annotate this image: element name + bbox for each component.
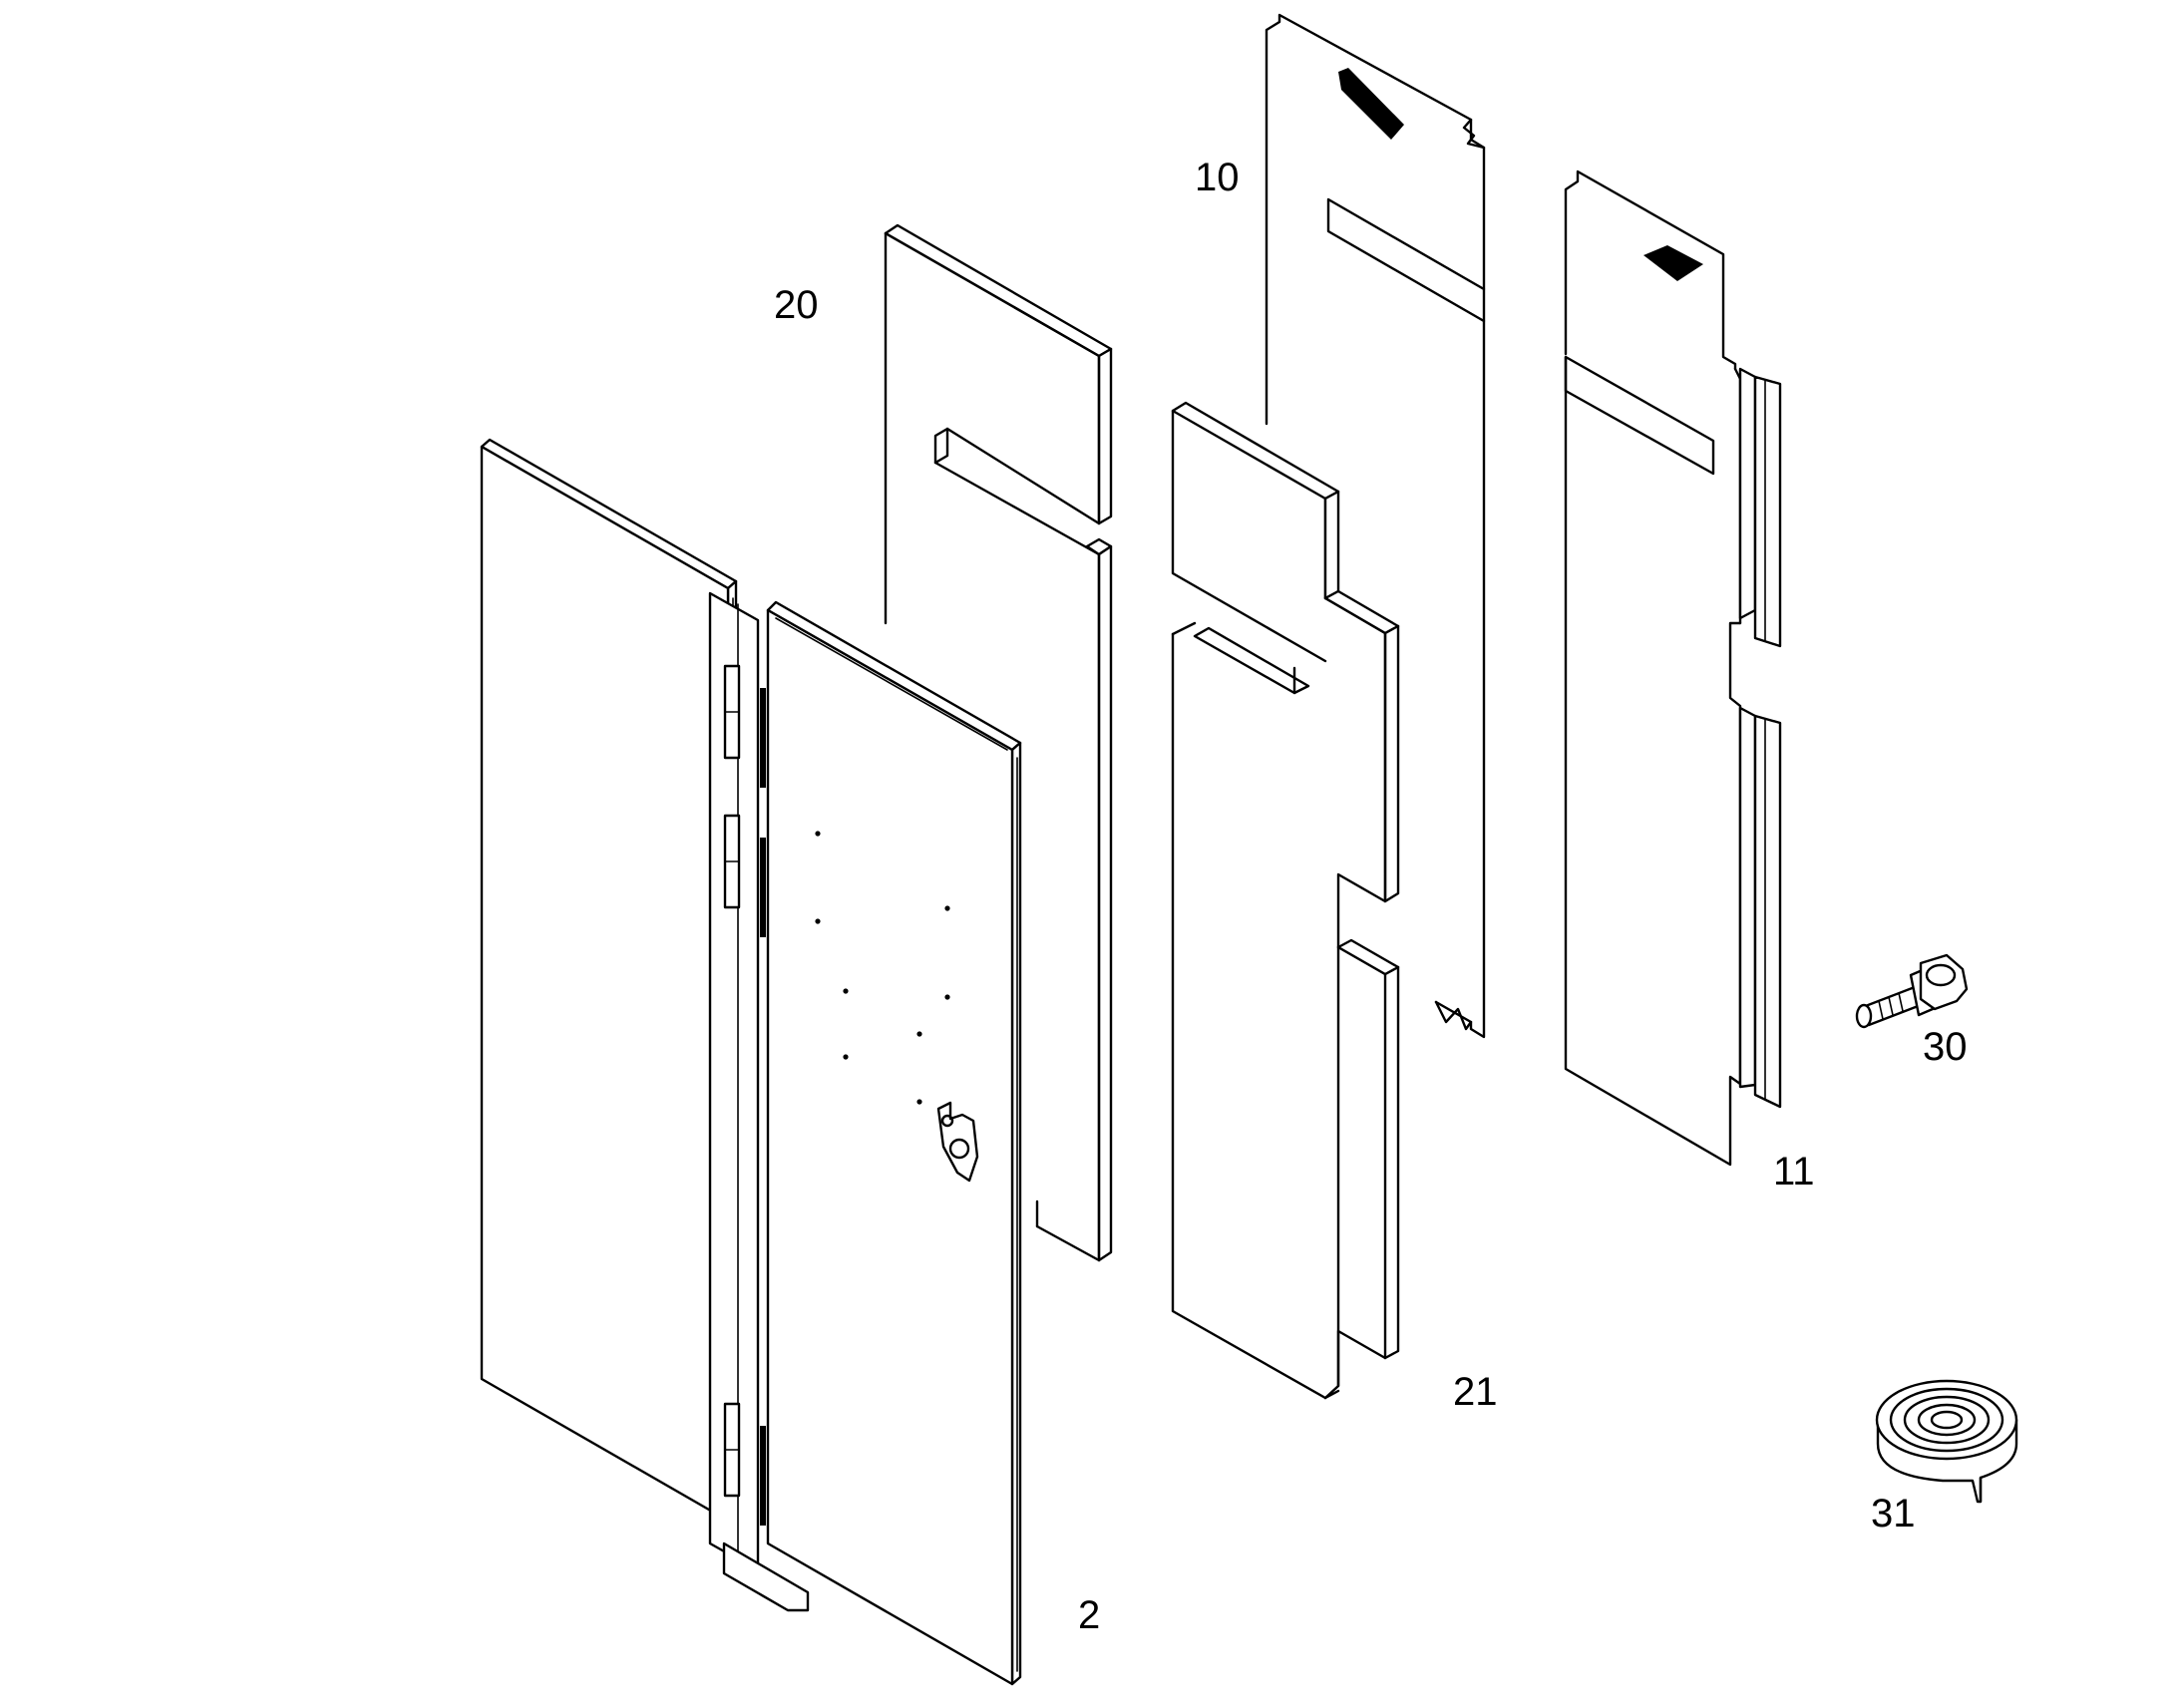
callout-20: 20 xyxy=(774,283,819,327)
door-leaf-back xyxy=(480,438,738,1523)
callout-21: 21 xyxy=(1453,1370,1498,1414)
hole xyxy=(815,918,821,924)
callout-30: 30 xyxy=(1923,1025,1968,1069)
hinge-strip xyxy=(708,591,810,1612)
insulation-block-lower xyxy=(1171,401,1400,1400)
inner-panel xyxy=(1564,170,1782,1167)
hole xyxy=(916,1099,922,1105)
hole xyxy=(916,1031,922,1037)
hole xyxy=(944,994,950,1000)
vent-icon xyxy=(1338,68,1404,140)
insulation-block-upper xyxy=(884,223,1113,1262)
outer-panel xyxy=(1265,13,1486,1039)
door-leaf-front xyxy=(766,600,1022,1686)
vent-icon xyxy=(1643,245,1703,281)
hole xyxy=(843,988,849,994)
callout-10: 10 xyxy=(1195,156,1240,199)
sealing-tape-icon xyxy=(1875,1379,2018,1504)
screw-icon xyxy=(1855,953,1969,1029)
callout-11: 11 xyxy=(1773,1150,1815,1194)
lock-icon xyxy=(936,1101,979,1183)
hole xyxy=(944,905,950,911)
callout-31: 31 xyxy=(1871,1492,1916,1536)
hole xyxy=(815,831,821,837)
door-assembly xyxy=(480,438,1022,1686)
hole xyxy=(843,1054,849,1060)
callout-2: 2 xyxy=(1078,1593,1101,1637)
